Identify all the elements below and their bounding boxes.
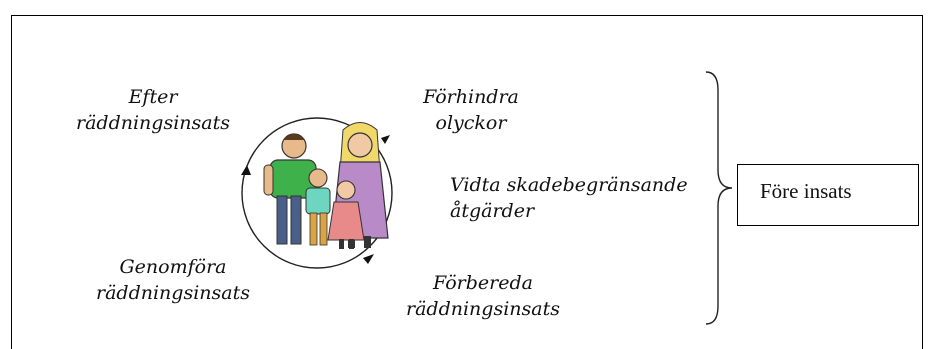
cycle-ring xyxy=(241,117,393,269)
step-prepare-label: Förbereda räddningsinsats xyxy=(406,272,560,320)
diagram-frame xyxy=(11,15,923,349)
curly-brace xyxy=(705,71,733,325)
before-response-label: Före insats xyxy=(760,179,852,203)
arrow-left-icon xyxy=(241,165,251,175)
step-after-label: Efter räddningsinsats xyxy=(76,86,230,134)
before-response-box: Före insats xyxy=(737,164,919,226)
family-icon xyxy=(263,122,389,249)
arrow-top-right-icon xyxy=(381,135,390,144)
step-mitigate-label: Vidta skadebegränsande åtgärder xyxy=(450,174,688,222)
step-execute-label: Genomföra räddningsinsats xyxy=(96,256,250,304)
step-prevent-label: Förhindra olyckor xyxy=(423,86,519,134)
arrow-bottom-right-icon xyxy=(363,254,374,264)
